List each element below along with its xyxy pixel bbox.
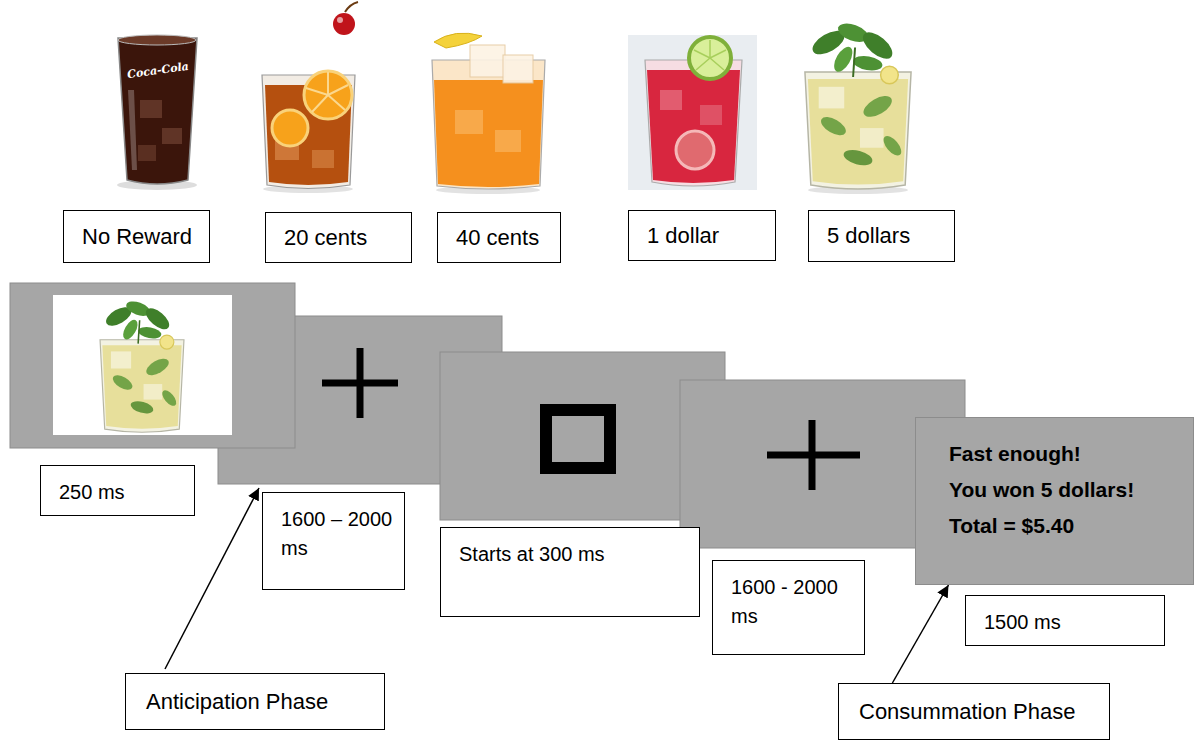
box-text: No Reward (82, 224, 195, 250)
amber-cocktail (337, 17, 343, 23)
orange-cocktail (470, 45, 505, 77)
amber-cocktail (306, 72, 348, 112)
timing-box: 1500 ms (965, 595, 1165, 646)
amber-cocktail (312, 150, 334, 168)
orange-cocktail (503, 55, 533, 83)
cola-glass (118, 35, 196, 45)
orange-cocktail (434, 33, 482, 48)
red-cocktail (645, 60, 742, 186)
timing-box: 1600 – 2000 ms (262, 492, 405, 590)
box-text: 5 dollars (827, 223, 940, 249)
box-text: 1600 – 2000 ms (281, 505, 394, 563)
pointer-arrow (892, 585, 948, 683)
box-text: 40 cents (456, 225, 546, 251)
screen-target (546, 410, 610, 468)
orange-cocktail (434, 80, 543, 187)
red-cocktail (689, 37, 731, 79)
timing-box: Starts at 300 ms (440, 527, 700, 617)
box-text: 1500 ms (984, 608, 1154, 637)
cola-glass (128, 90, 137, 170)
box-text: Total = $5.40 (949, 514, 1185, 538)
screen-cue (10, 283, 295, 448)
box-text: 250 ms (59, 478, 184, 507)
amber-cocktail (345, 2, 358, 12)
box-text: 1 dollar (647, 223, 761, 249)
timing-box: 1600 - 2000 ms (712, 560, 865, 655)
reward-label: 5 dollars (808, 210, 955, 262)
reward-label: 40 cents (437, 212, 561, 263)
mojito-glass (805, 20, 911, 189)
orange-cocktail (432, 33, 545, 194)
reward-label: 1 dollar (628, 210, 776, 261)
phase-label: Anticipation Phase (125, 673, 385, 730)
box-text: Anticipation Phase (146, 689, 370, 715)
mojito-glass (805, 20, 911, 194)
cola-glass (117, 35, 197, 190)
amber-cocktail (272, 110, 308, 146)
cola-glass (162, 128, 182, 144)
box-text: Starts at 300 ms (459, 540, 689, 569)
timing-box: 250 ms (40, 465, 195, 516)
box-text: Consummation Phase (859, 699, 1095, 725)
red-cocktail (647, 70, 740, 183)
orange-cocktail (455, 110, 483, 134)
feedback-screen: Fast enough! You won 5 dollars! Total = $5… (915, 417, 1194, 585)
box-text: 1600 - 2000 ms (731, 573, 854, 631)
screen-fixation-2 (322, 348, 398, 418)
box-text: You won 5 dollars! (949, 478, 1185, 502)
reward-label: No Reward (63, 210, 210, 263)
orange-cocktail (495, 130, 521, 152)
red-cocktail (676, 131, 714, 169)
amber-cocktail (262, 2, 358, 193)
red-cocktail (700, 105, 722, 125)
red-cocktail (628, 35, 757, 190)
cola-glass (118, 38, 197, 184)
amber-cocktail (304, 71, 352, 119)
amber-cocktail (333, 13, 355, 35)
reward-label: 20 cents (265, 212, 412, 263)
red-cocktail (660, 90, 682, 110)
red-cocktail (694, 40, 726, 70)
box-text: 20 cents (284, 225, 397, 251)
phase-label: Consummation Phase (838, 683, 1110, 740)
cola-glass (138, 145, 156, 161)
red-cocktail (628, 35, 757, 190)
screen-cue (53, 295, 232, 435)
screen-cue (100, 299, 184, 433)
screen-fixation-4 (767, 420, 860, 490)
cola-glass (140, 100, 162, 118)
screen-cue (10, 283, 295, 448)
box-text: Fast enough! (949, 442, 1185, 466)
